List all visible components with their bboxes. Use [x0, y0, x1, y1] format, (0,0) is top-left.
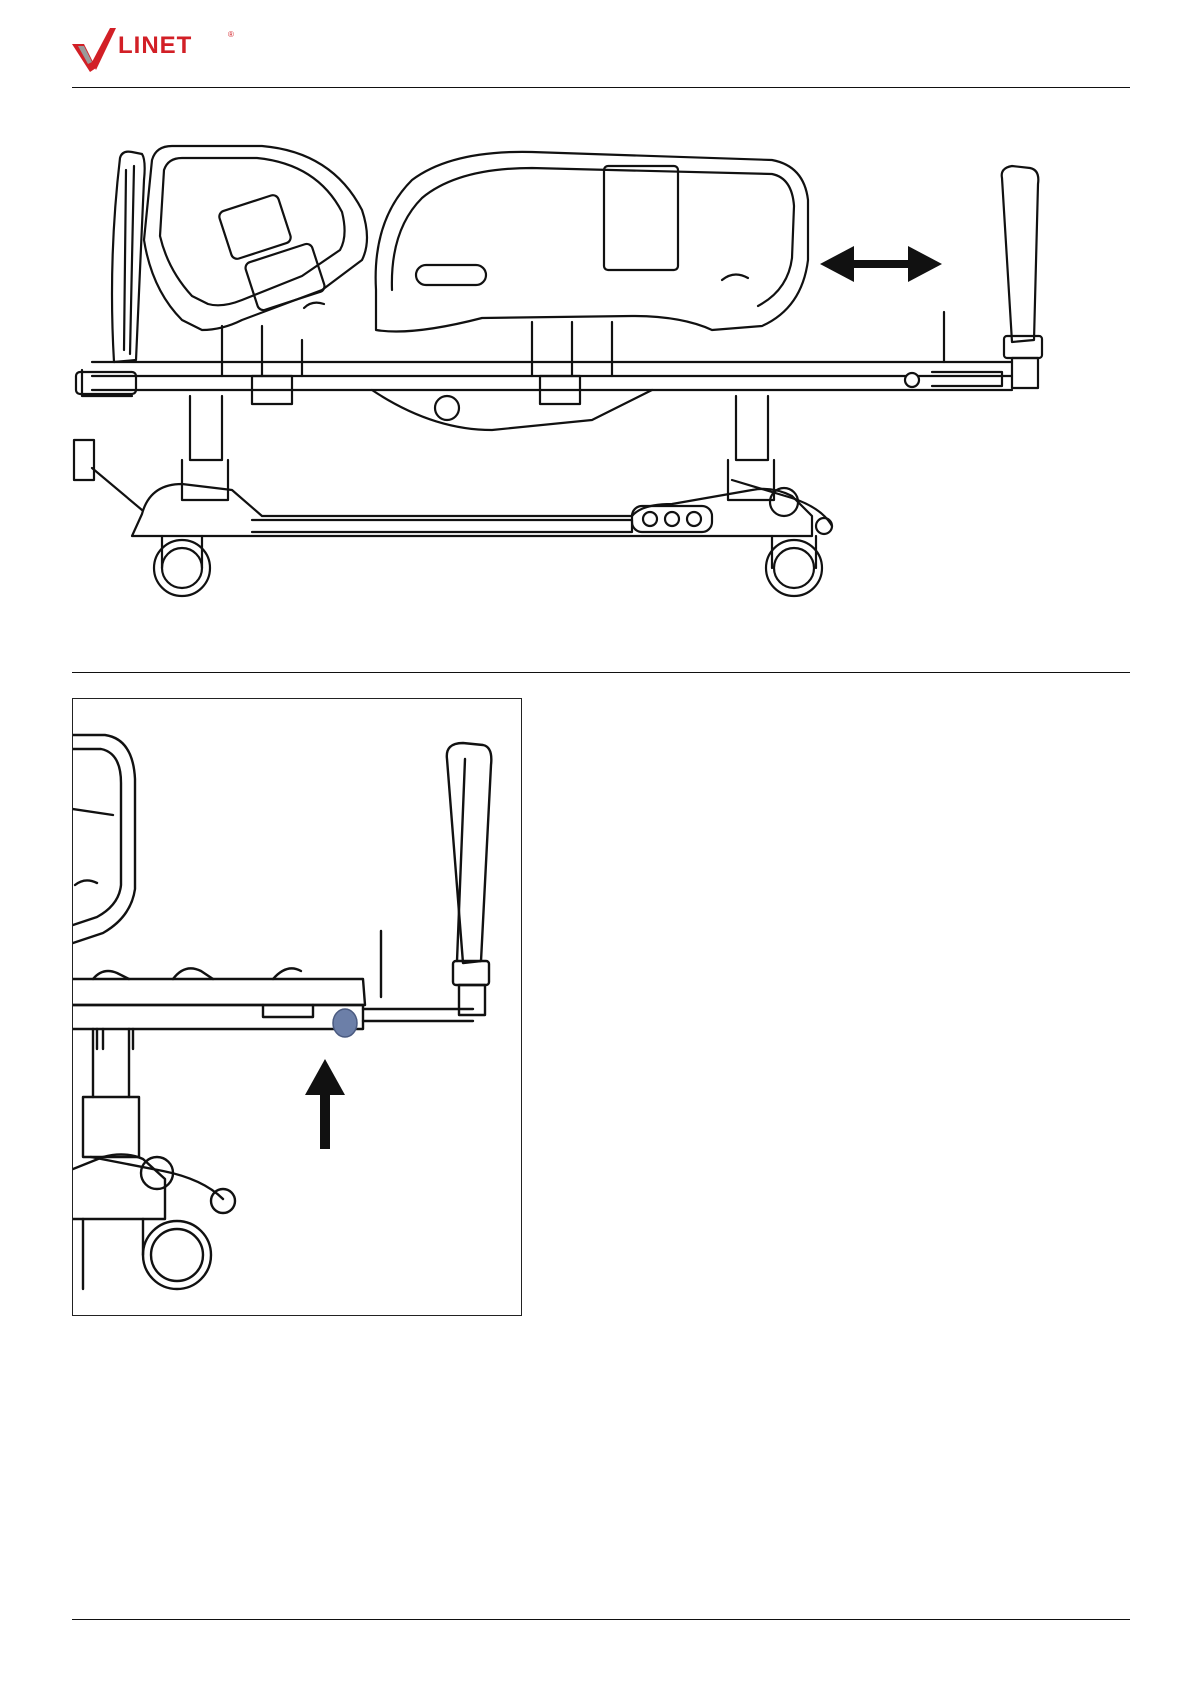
figure-separator-rule	[72, 672, 1130, 673]
brand-logo: LINET ®	[70, 24, 240, 74]
footer-rule	[72, 1619, 1130, 1620]
brand-name: LINET	[118, 32, 192, 60]
bed-illustration	[72, 140, 1130, 660]
registered-mark: ®	[228, 30, 234, 39]
bed-foot-detail-figure	[72, 698, 522, 1316]
bed-side-view-figure	[72, 140, 1130, 660]
detail-illustration	[73, 699, 522, 1316]
header-rule	[72, 87, 1130, 88]
release-knob-highlight	[333, 1009, 357, 1037]
